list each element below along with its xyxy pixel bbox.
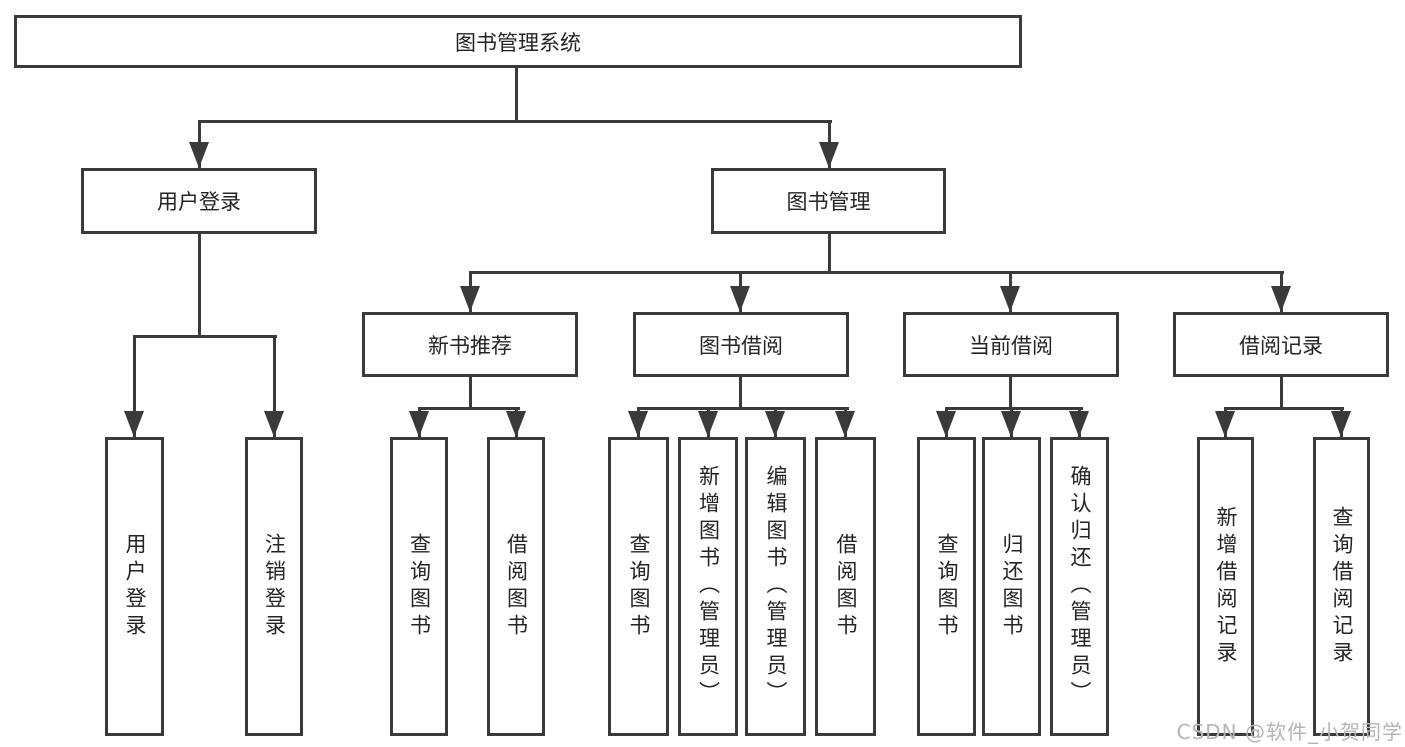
node-new-book-recommend: 新书推荐 (362, 312, 578, 377)
arrowhead-icon (1271, 286, 1291, 312)
node-label: 图书借阅 (699, 333, 783, 358)
leaf-records-query-record: 查询借阅记录 (1313, 437, 1370, 736)
node-label: 用户登录 (123, 532, 147, 641)
node-borrow-records: 借阅记录 (1173, 312, 1389, 377)
connector-user-login-stem (198, 233, 201, 338)
node-label: 归还图书 (1000, 532, 1024, 641)
watermark: CSDN @软件_小贺同学 (1176, 720, 1403, 744)
node-label: 用户登录 (157, 190, 241, 214)
leaf-current-confirm-return-admin: 确认归还（管理员） (1050, 437, 1109, 736)
node-book-management: 图书管理 (711, 168, 946, 234)
arrowhead-icon (1331, 411, 1351, 437)
node-label: 查询图书 (407, 532, 432, 641)
leaf-current-return-books: 归还图书 (982, 437, 1041, 736)
node-label: 查询图书 (627, 532, 651, 641)
connector-root-stem (515, 67, 518, 123)
leaf-borrow-edit-books-admin: 编辑图书（管理员） (745, 437, 806, 736)
node-current-borrow: 当前借阅 (903, 312, 1119, 377)
connector-to-leaf-login (133, 335, 136, 437)
node-label: 查询借阅记录 (1330, 505, 1354, 668)
node-label: 确认归还（管理员） (1068, 465, 1092, 708)
connector-book-borrow-rail (637, 407, 849, 410)
arrowhead-icon (264, 411, 284, 437)
node-label: 借阅图书 (504, 532, 529, 641)
arrowhead-icon (730, 286, 750, 312)
leaf-current-query-books: 查询图书 (917, 437, 976, 736)
node-label: 当前借阅 (969, 333, 1053, 358)
node-user-login: 用户登录 (81, 168, 317, 234)
arrowhead-icon (819, 142, 839, 168)
arrowhead-icon (1215, 411, 1235, 437)
connector-borrow-record-rail (1224, 407, 1344, 410)
node-label: 新增图书（管理员） (696, 465, 721, 708)
arrowhead-icon (409, 411, 429, 437)
connector-user-login-rail (133, 335, 277, 338)
connector-book-management-stem (828, 233, 831, 274)
connector-to-leaf-logout (273, 335, 276, 437)
arrowhead-icon (765, 411, 785, 437)
node-book-borrow: 图书借阅 (633, 312, 849, 377)
connector-current-borrow-rail (945, 407, 1083, 410)
node-label: 借阅图书 (834, 532, 858, 641)
connector-new-book-rail (418, 407, 520, 410)
leaf-newbook-borrow-books: 借阅图书 (487, 437, 545, 736)
node-label: 图书管理 (786, 190, 871, 214)
leaf-borrow-query-books: 查询图书 (608, 437, 669, 736)
arrowhead-icon (189, 142, 209, 168)
arrowhead-icon (936, 411, 956, 437)
connector-book-borrow-stem (739, 376, 742, 410)
node-label: 图书管理系统 (455, 30, 581, 55)
node-label: 查询图书 (935, 532, 959, 641)
node-label: 新增借阅记录 (1214, 505, 1238, 668)
leaf-logout: 注销登录 (245, 437, 303, 736)
leaf-user-login: 用户登录 (105, 437, 164, 736)
connector-level3-rail (469, 271, 1284, 274)
node-label: 新书推荐 (428, 333, 512, 358)
connector-borrow-record-stem (1280, 376, 1283, 410)
connector-level2-rail (198, 120, 832, 123)
arrowhead-icon (1069, 411, 1089, 437)
node-label: 借阅记录 (1239, 333, 1323, 358)
connector-new-book-stem (469, 376, 472, 410)
arrowhead-icon (506, 411, 526, 437)
connector-current-borrow-stem (1009, 376, 1012, 410)
node-library-management-system: 图书管理系统 (14, 15, 1022, 68)
node-label: 注销登录 (262, 532, 287, 641)
arrowhead-icon (698, 411, 718, 437)
leaf-borrow-borrow-books: 借阅图书 (815, 437, 876, 736)
leaf-borrow-add-books-admin: 新增图书（管理员） (678, 437, 738, 736)
leaf-records-add-record: 新增借阅记录 (1197, 437, 1254, 736)
arrowhead-icon (460, 286, 480, 312)
arrowhead-icon (124, 411, 144, 437)
leaf-newbook-query-books: 查询图书 (390, 437, 448, 736)
arrowhead-icon (835, 411, 855, 437)
arrowhead-icon (1000, 286, 1020, 312)
arrowhead-icon (1001, 411, 1021, 437)
node-label: 编辑图书（管理员） (764, 465, 788, 708)
arrowhead-icon (628, 411, 648, 437)
